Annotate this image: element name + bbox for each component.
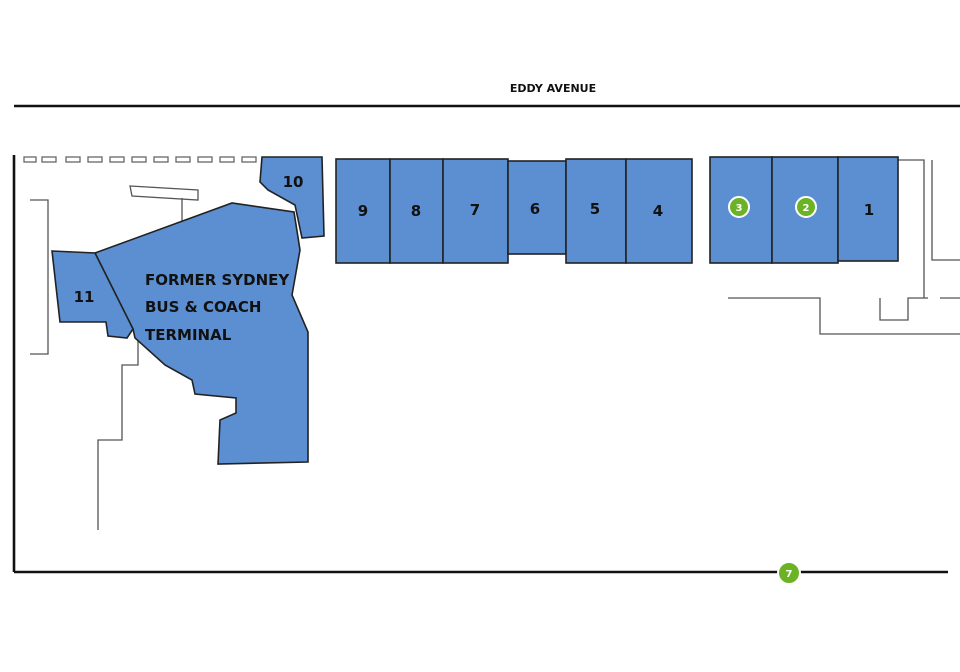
marker-3-label: 3 xyxy=(736,203,743,214)
lot-8[interactable]: 8 xyxy=(389,158,444,264)
lot-1-label: 1 xyxy=(864,201,874,219)
lot-10-label: 10 xyxy=(283,173,304,191)
lot-7[interactable]: 7 xyxy=(442,158,509,264)
lot-6-label: 6 xyxy=(530,200,540,218)
marker-7-label: 7 xyxy=(786,569,793,580)
dashed-boundary xyxy=(23,156,257,163)
lot-4[interactable]: 4 xyxy=(625,158,693,264)
marker-2[interactable]: 2 xyxy=(795,196,817,218)
street-label-eddy-avenue: EDDY AVENUE xyxy=(510,82,596,95)
lot-7-label: 7 xyxy=(470,201,480,219)
lot-11[interactable]: 11 xyxy=(51,250,134,339)
terminal-label-line-1: FORMER SYDNEY xyxy=(145,271,290,289)
lot-4-label: 4 xyxy=(653,202,663,220)
terminal-label-line-3: TERMINAL xyxy=(145,326,232,344)
marker-7[interactable]: 7 xyxy=(777,561,801,585)
lot-6[interactable]: 6 xyxy=(507,160,567,255)
terminal-label-line-2: BUS & COACH xyxy=(145,298,261,316)
marker-2-label: 2 xyxy=(803,203,810,214)
lot-5[interactable]: 5 xyxy=(565,158,627,264)
lot-8-label: 8 xyxy=(411,202,421,220)
lot-9[interactable]: 9 xyxy=(335,158,391,264)
lot-10[interactable]: 10 xyxy=(259,156,325,239)
lot-1[interactable]: 1 xyxy=(837,156,899,262)
lot-9-label: 9 xyxy=(358,202,368,220)
lot-11-label: 11 xyxy=(74,288,95,306)
lot-5-label: 5 xyxy=(590,200,600,218)
former-bus-coach-terminal[interactable]: FORMER SYDNEY BUS & COACH TERMINAL xyxy=(93,202,309,465)
marker-3[interactable]: 3 xyxy=(728,196,750,218)
